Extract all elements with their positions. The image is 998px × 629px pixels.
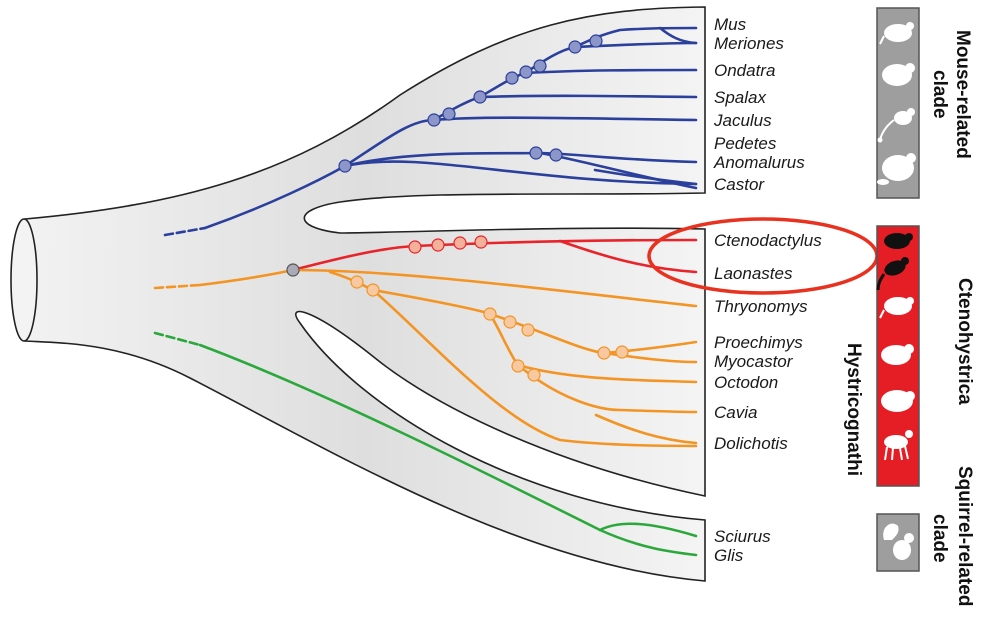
taxon-label: Spalax	[714, 88, 766, 107]
mouse-related-label: Mouse-related	[952, 30, 973, 159]
ctenohystrica-label: Ctenohystrica	[954, 278, 975, 405]
taxon-label: Sciurus	[714, 527, 771, 546]
tube-opening	[11, 219, 37, 341]
taxon-label: Meriones	[714, 34, 784, 53]
squirrel-related-label: Squirrel-related	[954, 466, 975, 606]
hystricognathi-label: Hystricognathi	[843, 343, 864, 476]
taxon-label: Jaculus	[713, 111, 772, 130]
taxon-label: Castor	[714, 175, 765, 194]
taxon-label: Ondatra	[714, 61, 775, 80]
taxon-label: Octodon	[714, 373, 778, 392]
squirrel-related-icon-box	[877, 514, 919, 571]
taxon-label: Thryonomys	[714, 297, 808, 316]
taxon-label: Glis	[714, 546, 744, 565]
taxon-label: Mus	[714, 15, 747, 34]
taxon-label: Anomalurus	[713, 153, 805, 172]
mouse-related-label-line2: clade	[929, 70, 950, 119]
taxon-label: Ctenodactylus	[714, 231, 822, 250]
taxon-label: Dolichotis	[714, 434, 788, 453]
taxon-label: Pedetes	[714, 134, 777, 153]
taxon-label: Laonastes	[714, 264, 793, 283]
phylogeny-tube	[25, 7, 705, 581]
ctenohystrica-icon-box	[877, 226, 919, 486]
taxon-label: Myocastor	[714, 352, 794, 371]
taxon-label: Proechimys	[714, 333, 803, 352]
mouse-related-icon-box	[877, 8, 919, 198]
taxon-label: Cavia	[714, 403, 757, 422]
squirrel-related-label-line2: clade	[929, 514, 950, 563]
